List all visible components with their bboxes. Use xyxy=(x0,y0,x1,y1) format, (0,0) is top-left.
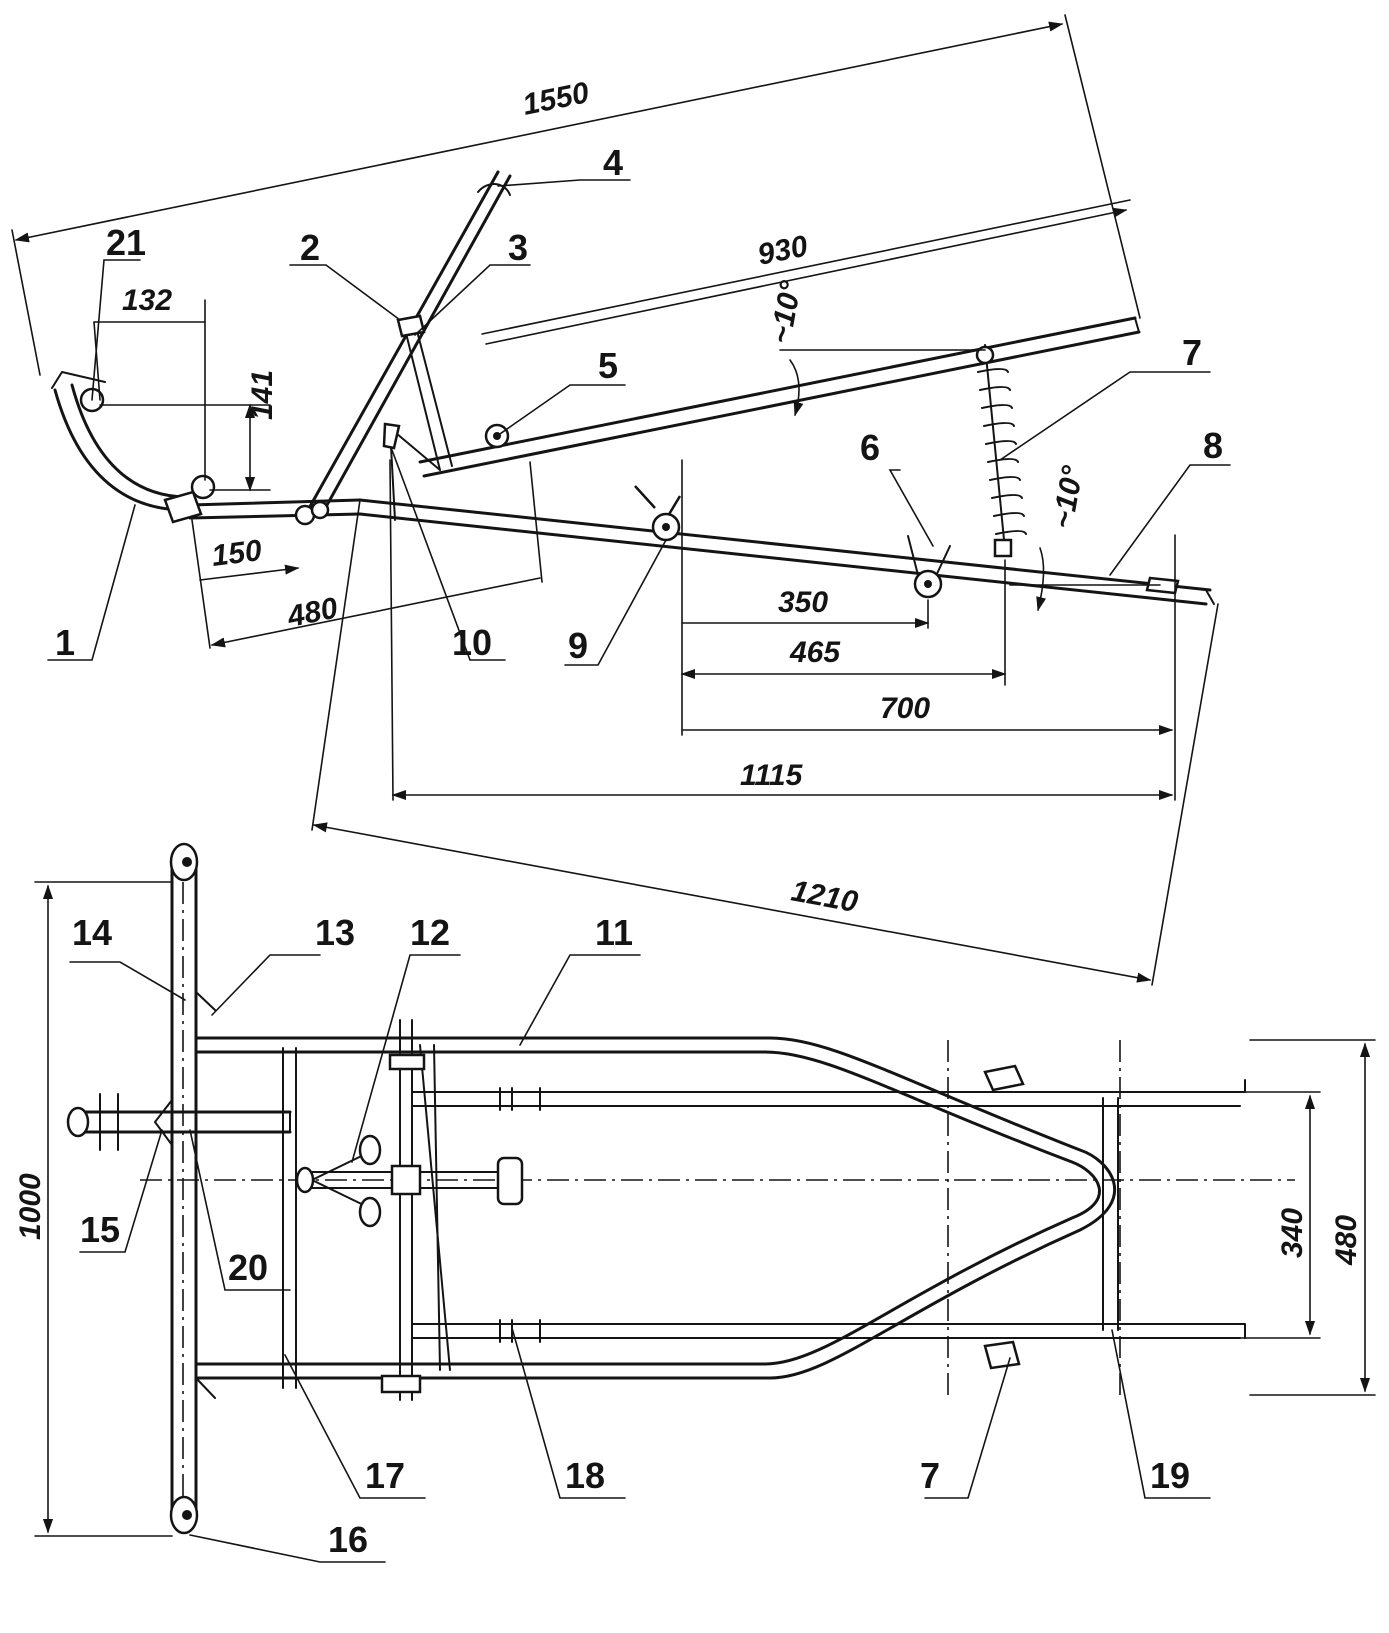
upper-seat-tube xyxy=(418,316,1141,478)
dim-700: 700 xyxy=(880,692,930,725)
dim-350: 350 xyxy=(778,586,828,619)
side-view: 1550 930 132 141 150 480 350 465 700 111… xyxy=(11,14,1231,986)
cross-members xyxy=(282,1019,1119,1401)
angle-a-arc xyxy=(789,359,804,417)
top-callout-leaders xyxy=(69,954,1211,1563)
side-callout-leaders xyxy=(47,179,1231,666)
callout-5: 5 xyxy=(598,345,618,386)
dim-1210: 1210 xyxy=(789,874,861,919)
shock-mounts xyxy=(983,1064,1025,1370)
callout-20: 20 xyxy=(228,1247,268,1288)
callout-21: 21 xyxy=(106,222,146,263)
callout-11: 11 xyxy=(595,912,633,953)
callout-15: 15 xyxy=(80,1209,120,1250)
callout-17: 17 xyxy=(365,1455,405,1496)
dim-340: 340 xyxy=(1276,1208,1309,1258)
dim-480-top: 480 xyxy=(1330,1215,1363,1266)
front-ski-runner xyxy=(51,371,203,524)
dim-angle-b: ~10° xyxy=(1046,463,1090,532)
dim-465: 465 xyxy=(789,636,841,669)
top-view: 1000 340 480 14 13 12 11 15 20 17 18 7 1… xyxy=(14,842,1376,1563)
callout-8: 8 xyxy=(1203,425,1223,466)
callout-12: 12 xyxy=(410,912,450,953)
steering-assembly xyxy=(295,1134,524,1228)
dim-1000: 1000 xyxy=(14,1173,47,1240)
callout-3: 3 xyxy=(508,227,528,268)
dim-141: 141 xyxy=(246,370,279,420)
callout-10: 10 xyxy=(452,622,492,663)
dim-930: 930 xyxy=(755,229,811,271)
dim-480-side: 480 xyxy=(284,591,341,634)
callout-13: 13 xyxy=(315,912,355,953)
callout-1: 1 xyxy=(55,622,75,663)
dim-150: 150 xyxy=(210,534,264,573)
callout-16: 16 xyxy=(328,1519,368,1560)
callout-6: 6 xyxy=(860,427,880,468)
front-spindle xyxy=(66,1093,292,1151)
callout-7-side: 7 xyxy=(1182,332,1202,373)
dim-132: 132 xyxy=(122,284,172,317)
callout-9: 9 xyxy=(568,625,588,666)
callout-4: 4 xyxy=(603,142,623,183)
front-frame xyxy=(188,422,441,521)
angle-b-arc xyxy=(1036,547,1047,612)
callout-18: 18 xyxy=(565,1455,605,1496)
callout-7-top: 7 xyxy=(920,1455,940,1496)
dim-angle-a: ~10° xyxy=(764,278,808,347)
spring-shock xyxy=(975,344,1027,558)
dim-1550: 1550 xyxy=(520,76,592,122)
side-dimension-lines xyxy=(14,21,1174,983)
steering-column xyxy=(294,170,512,526)
callout-2: 2 xyxy=(300,227,320,268)
outer-frame-rails xyxy=(194,1036,1116,1380)
front-cross-beam xyxy=(169,842,216,1535)
top-dimension-lines xyxy=(34,881,1376,1537)
dim-1115: 1115 xyxy=(740,759,804,792)
callout-14: 14 xyxy=(72,912,112,953)
callout-19: 19 xyxy=(1150,1455,1190,1496)
